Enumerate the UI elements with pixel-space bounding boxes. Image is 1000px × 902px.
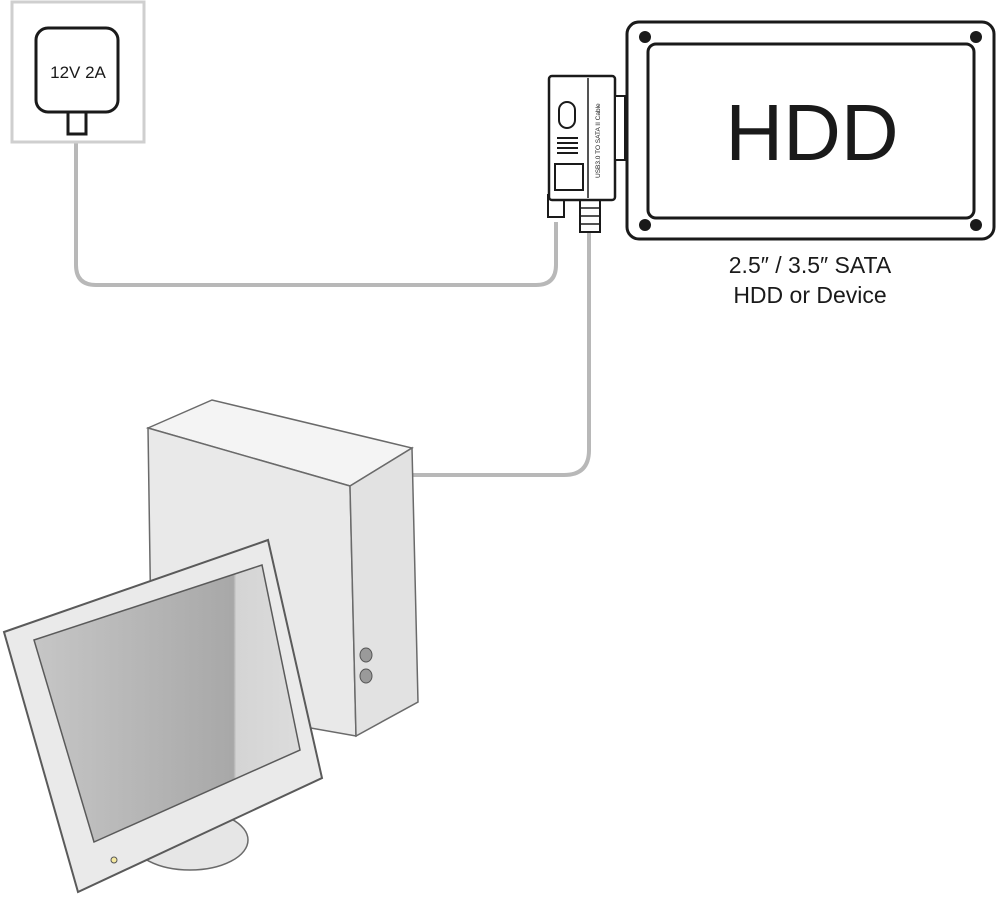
hdd-inner-panel: [646, 42, 976, 220]
hdd-screw: [639, 219, 651, 231]
adapter-usb-port: [554, 163, 584, 191]
hdd-screw: [970, 219, 982, 231]
sata-adapter: USB3.0 TO SATA II Cable: [547, 74, 626, 233]
monitor-power-led: [110, 856, 118, 864]
hdd: HDD: [625, 20, 996, 241]
adapter-plug: [66, 110, 88, 136]
adapter-vent: [557, 137, 578, 154]
tower-side: [349, 446, 419, 738]
hdd-screw: [970, 31, 982, 43]
adapter-sata-plug: [614, 95, 626, 161]
hdd-label: HDD: [725, 88, 898, 177]
monitor-screen: [33, 564, 301, 844]
hdd-caption-line1: 2.5″ / 3.5″ SATA: [729, 252, 892, 278]
tower-button: [359, 668, 373, 684]
hdd-screw: [639, 31, 651, 43]
power-adapter: 12V 2A: [10, 0, 146, 144]
adapter-led-slot: [558, 101, 576, 129]
usb-cable: [412, 232, 591, 477]
hdd-caption-line2: HDD or Device: [733, 282, 886, 308]
power-cable: [74, 140, 558, 287]
adapter-cable-label: USB3.0 TO SATA II Cable: [595, 103, 602, 178]
monitor: [2, 538, 324, 894]
adapter-label: 12V 2A: [50, 63, 106, 82]
tower-button: [359, 647, 373, 663]
